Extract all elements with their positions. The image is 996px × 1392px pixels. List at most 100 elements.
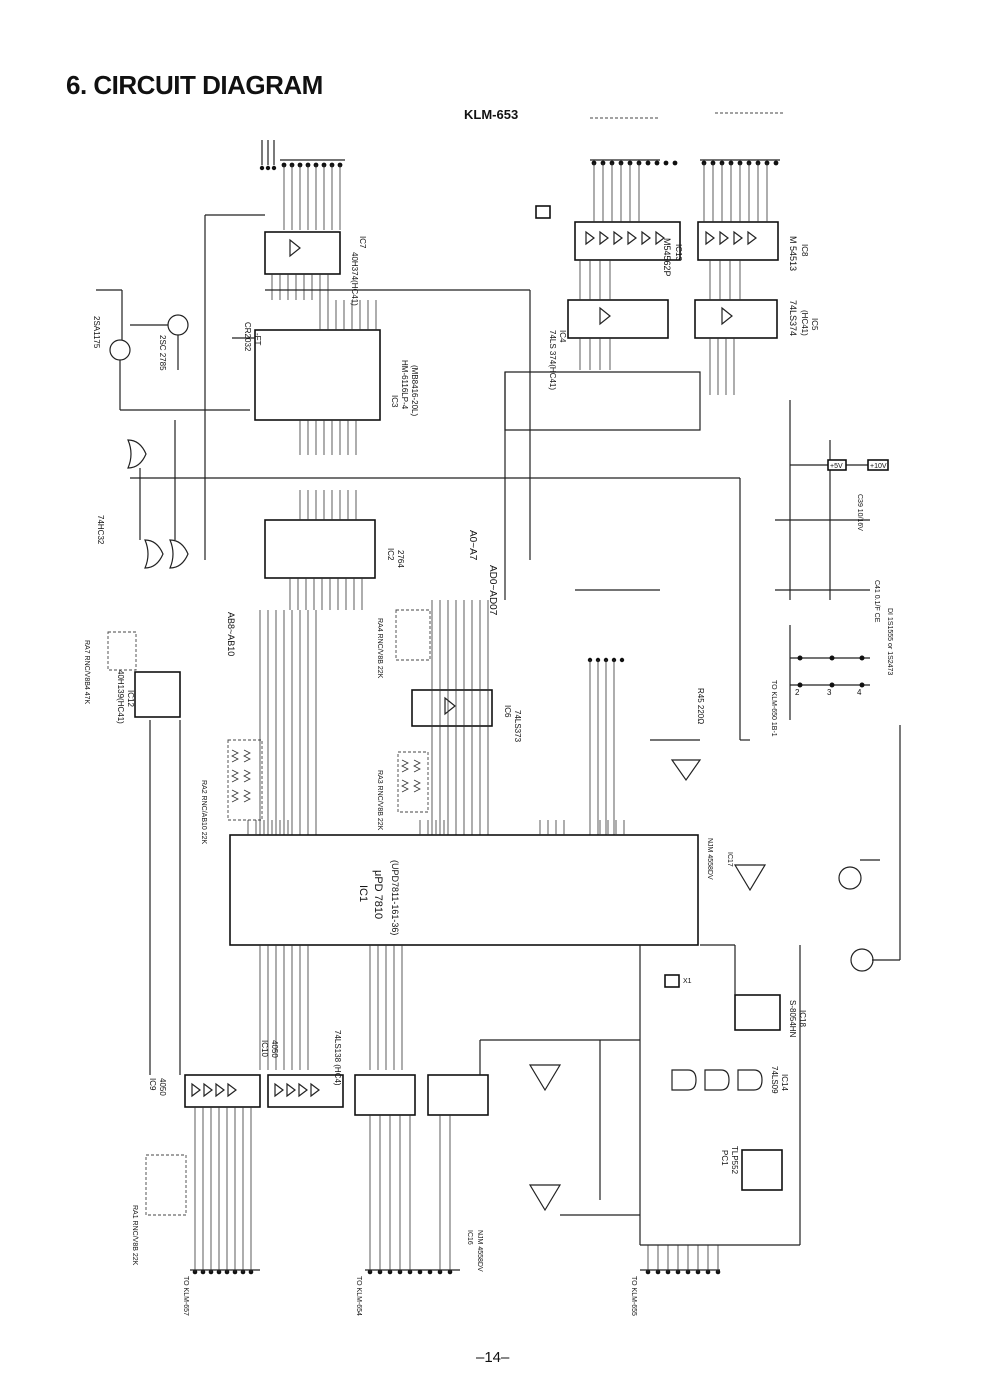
ic17-ref: IC17 xyxy=(726,852,733,867)
ic8-driver: M 54513 IC8 xyxy=(697,221,809,271)
interconnect-wires xyxy=(149,720,736,1245)
ic9-ref: IC9 xyxy=(148,1078,157,1091)
ic1-cpu: IC1 μPD 7810 (UPD7811-161-36) xyxy=(229,834,699,946)
c39-label: C39 10/16V xyxy=(856,494,863,531)
bus-label-ab8-ab10: AB8~AB10 xyxy=(226,612,236,656)
crystal-label: X1 xyxy=(683,978,692,985)
resistor-array-ra7: RA7 RNC/V8B4 47K xyxy=(83,631,137,705)
ic16-opamp: NJM 4558DV IC16 xyxy=(466,1064,562,1272)
address-bus-lines xyxy=(259,600,489,840)
page-title: 6. CIRCUIT DIAGRAM xyxy=(66,70,323,100)
ic8-part: M 54513 xyxy=(788,236,798,271)
klm657-label: TO KLM-657 xyxy=(182,1276,189,1316)
ic4-latch: 74LS 374(HC41) IC4 xyxy=(548,299,669,390)
ic5-latch: 74LS374 (HC41) IC5 xyxy=(694,299,819,339)
ic16-part: NJM 4558DV xyxy=(476,1230,483,1272)
pin-4: 4 xyxy=(857,688,862,697)
ic11-decoder: 74LS138 (HC4) xyxy=(333,1030,416,1116)
ic17-comparator: NJM 4558DV IC17 xyxy=(706,838,767,892)
pin-2: 2 xyxy=(795,688,800,697)
connector-top-right-a xyxy=(590,117,678,166)
ic3-part: HM-6116LP-4 xyxy=(400,360,409,410)
ic16-ref: IC16 xyxy=(466,1230,473,1245)
battery-label: CR2032 xyxy=(243,322,252,352)
ic9-part: 4050 xyxy=(158,1078,167,1096)
connector-top-right-b xyxy=(700,112,785,166)
opamp-buffer: R45 220Ω xyxy=(650,688,705,782)
ic13-ref: IC13 xyxy=(674,244,683,261)
klm655-label: TO KLM-655 xyxy=(630,1276,637,1316)
ic1-ref: IC1 xyxy=(357,885,369,902)
ic12-part: 40H139(HC41) xyxy=(116,670,125,724)
ic5-alt: (HC41) xyxy=(800,310,809,336)
ic6-latch: IC6 74LS373 xyxy=(411,689,522,743)
ic2-ref: IC2 xyxy=(386,548,395,561)
ic14-part: 74LS09 xyxy=(770,1066,779,1094)
c41-label: C41 0.1/F CE xyxy=(873,580,880,623)
ic3-alt: (MB8416-20L) xyxy=(410,365,419,416)
v5-label-a: +5V xyxy=(830,463,843,470)
bus-label-a0-a7: A0~A7 xyxy=(467,530,478,561)
resistor-array-ra1: RA1 RNC/V8B 22K xyxy=(131,1154,187,1266)
ic4-part: 74LS 374(HC41) xyxy=(548,330,557,390)
ra4-label: RA4 RNC/V8B 22K xyxy=(376,618,383,679)
input-connector-joystick xyxy=(575,589,660,840)
latch-bus-lines xyxy=(579,260,741,395)
ic2-part: 2764 xyxy=(396,550,405,568)
cpu-bottom-pins xyxy=(259,945,403,1070)
ic4-ref: IC4 xyxy=(558,330,567,343)
ic15-label: 74HC32 xyxy=(96,515,105,545)
r45-label: R45 220Ω xyxy=(696,688,705,724)
klm654-label: TO KLM-654 xyxy=(355,1276,362,1316)
connector-top-ic7-bus xyxy=(280,159,345,230)
battery-cr2032: CR2032 -FT xyxy=(232,322,262,352)
power-rail: +5V +10V C39 10/16V C41 0.1/F CE DI 1S15… xyxy=(775,400,893,675)
ic6-part: 74LS373 xyxy=(513,710,522,743)
ic12-ref: IC12 xyxy=(126,690,135,707)
page-number: –14– xyxy=(476,1349,510,1366)
q5-label: 2SC 2785 xyxy=(158,335,167,371)
ic13-driver: M54562P IC13 xyxy=(574,221,683,277)
ic17-part: NJM 4558DV xyxy=(706,838,713,880)
ra2-label: RA2 RNC/AB10 22K xyxy=(200,780,207,845)
resistor-array-ra2: RA2 RNC/AB10 22K xyxy=(200,739,263,845)
battery-part: -FT xyxy=(253,333,262,346)
ic18-ref: IC18 xyxy=(798,1010,807,1027)
ic3-ref: IC3 xyxy=(390,395,399,408)
ra3-label: RA3 RNC/V8B 22K xyxy=(376,770,383,831)
ic6-ref: IC6 xyxy=(503,705,512,718)
ic5-part: 74LS374 xyxy=(788,300,798,336)
ic1-part: μPD 7810 xyxy=(372,870,384,919)
ic7-ref: IC7 xyxy=(358,236,367,249)
connector-bottom-right: TO KLM-655 xyxy=(630,1245,721,1316)
ic10-buffer: IC10 4050 xyxy=(260,1040,344,1108)
ic11-part: 74LS138 (HC4) xyxy=(333,1030,342,1086)
ra7-label: RA7 RNC/V8B4 47K xyxy=(83,640,90,705)
ic2-eprom: IC2 2764 xyxy=(264,490,405,610)
pc1-optocoupler: PC1 TLP552 xyxy=(720,1146,783,1191)
ic8-ref: IC8 xyxy=(800,244,809,257)
ic13-part: M54562P xyxy=(662,238,672,277)
v10-label: +10V xyxy=(870,463,887,470)
connector-bottom-left: TO KLM-657 xyxy=(182,1107,260,1316)
pc1-ref: PC1 xyxy=(720,1150,729,1166)
ic12-decoder: 40H139(HC41) IC12 xyxy=(116,670,181,724)
resistor-array-ra4: RA4 RNC/V8B 22K xyxy=(376,609,431,679)
q5-transistor: 2SC 2785 xyxy=(130,314,189,371)
q6-label: 2SA1175 xyxy=(92,316,101,349)
ic7-label: 40H374(HC41) xyxy=(350,252,359,306)
ic1-alt: (UPD7811-161-36) xyxy=(390,860,400,935)
v10-tag xyxy=(535,205,551,219)
reset-transistors xyxy=(838,725,901,972)
ic9-buffer: IC9 4050 xyxy=(148,1074,261,1108)
model-label: KLM-653 xyxy=(464,107,519,122)
pc1-part: TLP552 xyxy=(730,1146,739,1175)
driver-output-lines xyxy=(593,163,768,222)
ic15-or-gates: 74HC32 xyxy=(96,420,189,569)
diode-note: DI 1S1555 or 1S2473 xyxy=(886,608,893,675)
ic7-latch: 40H374(HC41) IC7 xyxy=(264,231,367,306)
ic10-part: 4050 xyxy=(270,1040,279,1058)
resistor-array-ra3: RA3 RNC/V8B 22K xyxy=(376,751,429,831)
ic3-ram: IC3 HM-6116LP-4 (MB8416-20L) xyxy=(254,300,419,455)
